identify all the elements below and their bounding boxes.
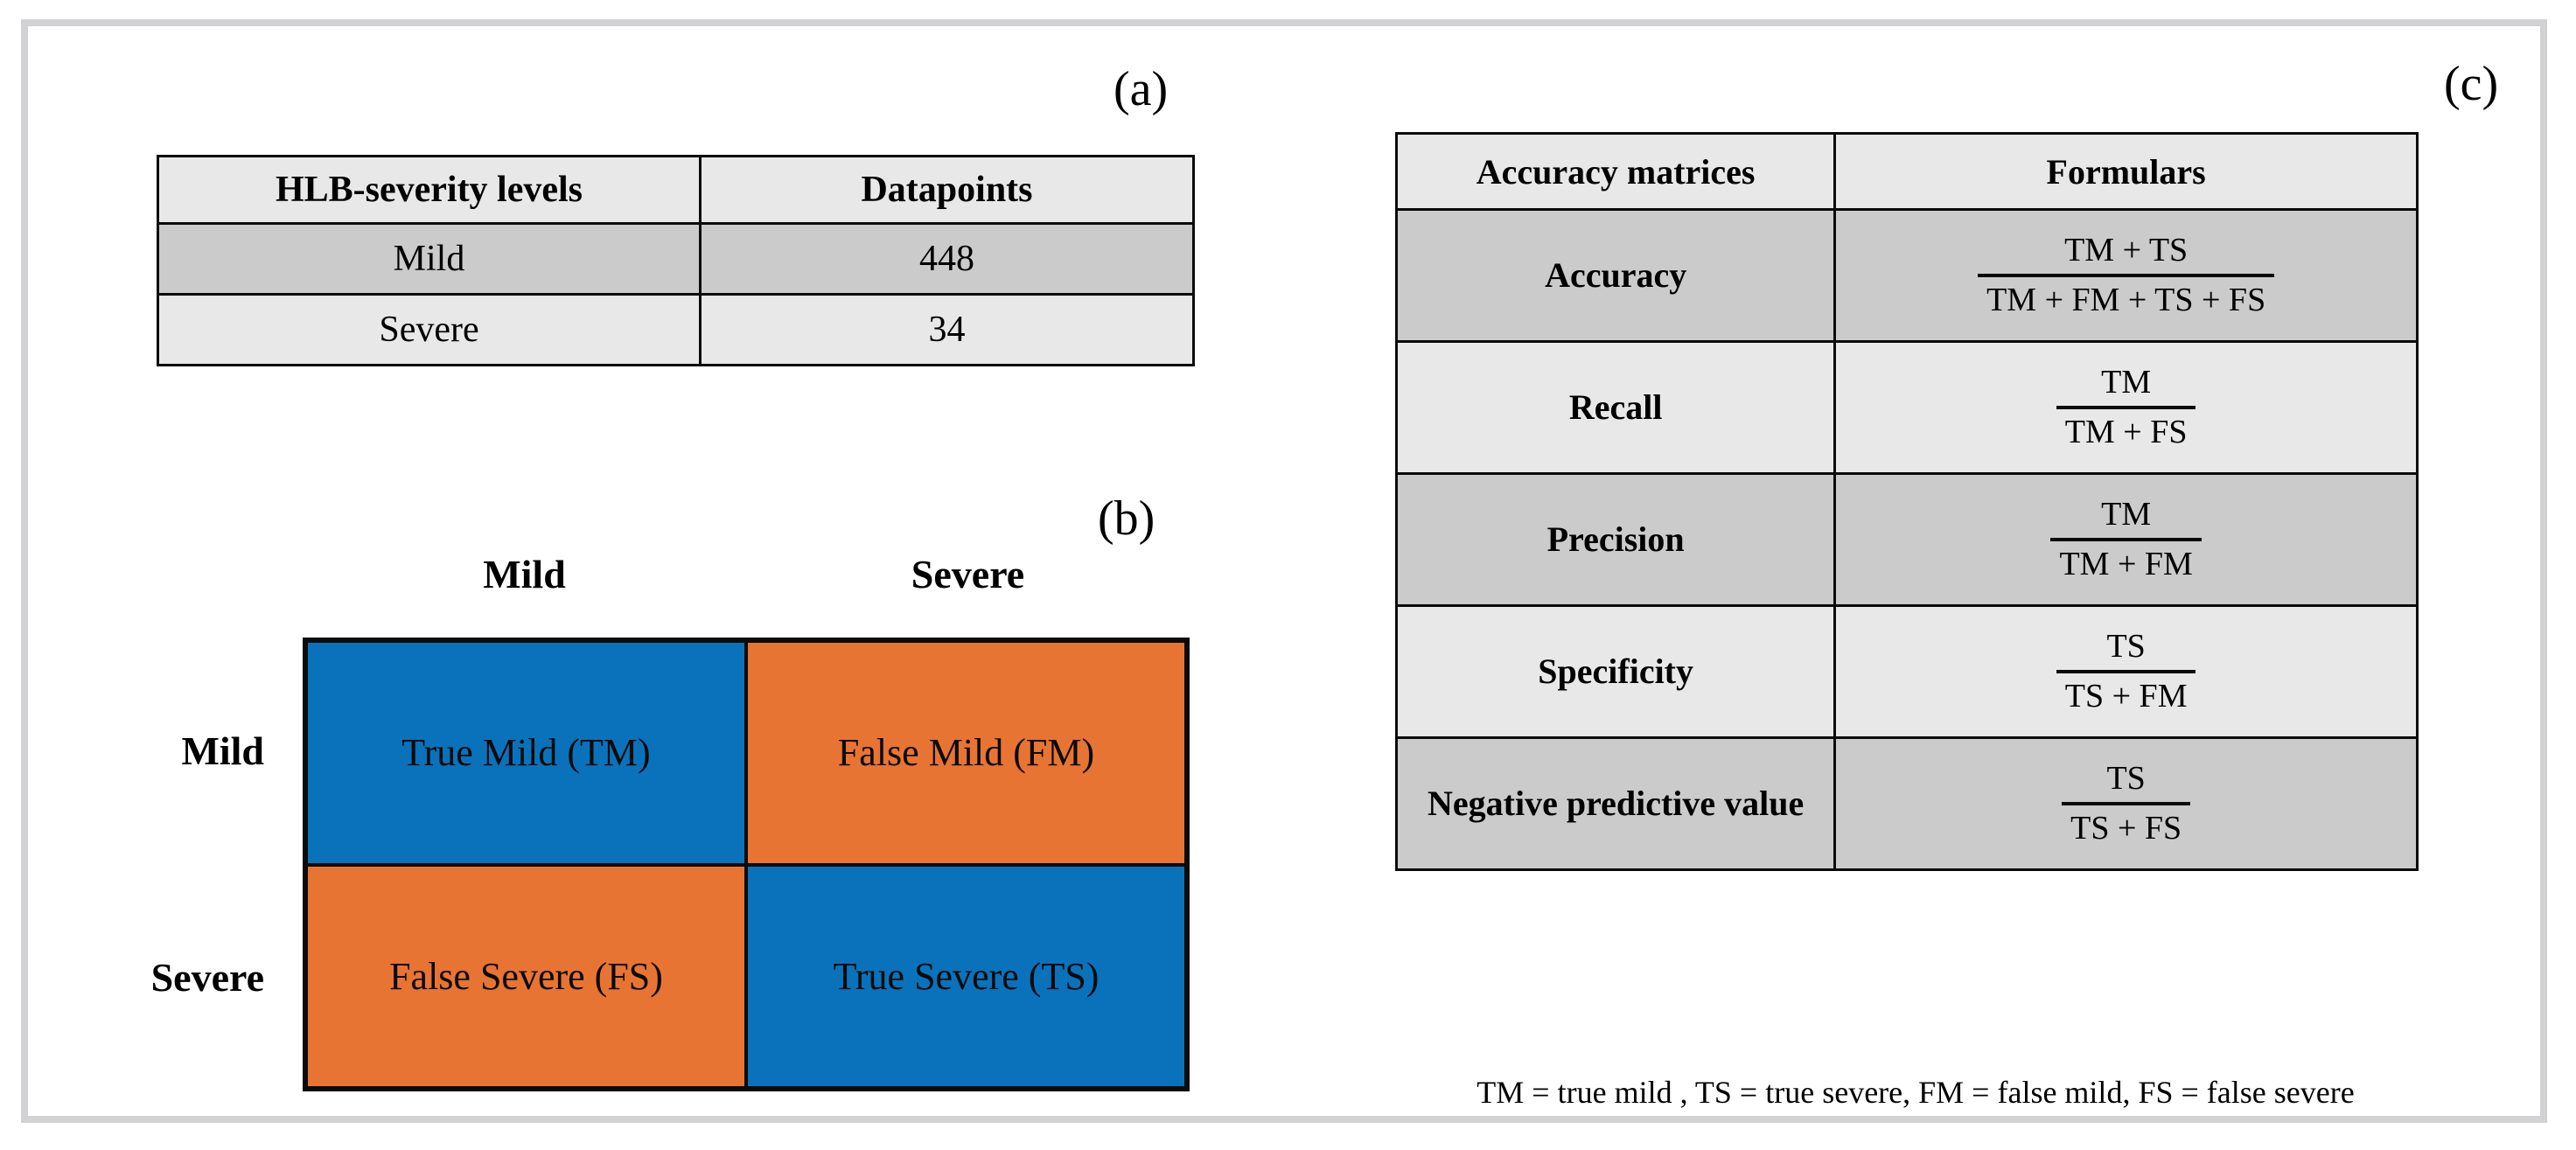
table-c-header-formulars: Formulars (1833, 132, 2419, 211)
fraction: TS TS + FS (2062, 759, 2191, 848)
fraction-denominator: TS + FM (2056, 670, 2196, 716)
metric-formula-accuracy: TM + TS TM + FM + TS + FS (1833, 208, 2419, 343)
table-row: Negative predictive value TS TS + FS (1394, 736, 2419, 871)
confusion-matrix-row-header-mild: Mild (181, 728, 264, 773)
metric-name-accuracy: Accuracy (1394, 208, 1837, 343)
fraction-numerator: TS (2106, 760, 2146, 798)
metric-name-recall: Recall (1394, 340, 1837, 475)
table-a-header-row: HLB-severity levels Datapoints (157, 155, 1195, 225)
matrix-cell-false-mild: False Mild (FM) (746, 641, 1186, 865)
metric-formula-specificity: TS TS + FM (1833, 604, 2419, 739)
metric-formula-negative-predictive-value: TS TS + FS (1833, 736, 2419, 871)
table-a-cell-datapoints: 34 (699, 293, 1195, 366)
confusion-matrix-grid: True Mild (TM) False Mild (FM) False Sev… (303, 638, 1190, 1091)
fraction-denominator: TM + FM + TS + FS (1978, 274, 2275, 320)
matrix-cell-true-severe: True Severe (TS) (746, 864, 1186, 1088)
fraction-numerator: TS (2106, 628, 2146, 666)
metric-name-specificity: Specificity (1394, 604, 1837, 739)
fraction-numerator: TM + TS (2064, 232, 2189, 269)
confusion-matrix-column-header-mild: Mild (483, 552, 566, 596)
hlb-severity-table: HLB-severity levels Datapoints Mild 448 … (157, 155, 1195, 366)
table-c-header-row: Accuracy matrices Formulars (1394, 132, 2419, 211)
confusion-matrix-row-headers: Mild Severe (94, 638, 282, 1091)
panel-label-a: (a) (1113, 62, 1169, 116)
fraction-denominator: TS + FS (2062, 802, 2191, 848)
table-a-cell-datapoints: 448 (699, 222, 1195, 296)
metric-name-precision: Precision (1394, 472, 1837, 607)
panel-label-b: (b) (1098, 491, 1155, 546)
table-row: Specificity TS TS + FM (1394, 604, 2419, 739)
accuracy-metrics-footnote: TM = true mild , TS = true severe, FM = … (1476, 1075, 2355, 1110)
figure-frame: (a) (b) (c) HLB-severity levels Datapoin… (21, 19, 2547, 1123)
fraction: TM + TS TM + FM + TS + FS (1978, 231, 2275, 320)
fraction-numerator: TM (2101, 496, 2152, 533)
table-row: Accuracy TM + TS TM + FM + TS + FS (1394, 208, 2419, 343)
table-row: Recall TM TM + FS (1394, 340, 2419, 475)
accuracy-metrics-table: Accuracy matrices Formulars Accuracy TM … (1394, 132, 2419, 871)
matrix-cell-false-severe: False Severe (FS) (306, 864, 746, 1088)
metric-formula-recall: TM TM + FS (1833, 340, 2419, 475)
fraction-denominator: TM + FM (2050, 538, 2202, 584)
confusion-matrix: Mild Severe Mild Severe True Mild (TM) F… (151, 551, 1191, 1091)
table-c-header-metrics: Accuracy matrices (1394, 132, 1837, 211)
table-a-cell-level: Severe (157, 293, 702, 366)
fraction: TM TM + FS (2056, 363, 2196, 452)
fraction: TM TM + FM (2050, 495, 2202, 584)
table-row: Precision TM TM + FM (1394, 472, 2419, 607)
fraction-numerator: TM (2101, 364, 2152, 401)
panel-label-c: (c) (2444, 57, 2499, 111)
metric-formula-precision: TM TM + FM (1833, 472, 2419, 607)
matrix-cell-true-mild: True Mild (TM) (306, 641, 746, 865)
table-a-header-severity: HLB-severity levels (157, 155, 702, 225)
table-row: Severe 34 (157, 293, 1195, 366)
confusion-matrix-row-header-severe: Severe (150, 955, 264, 1000)
fraction: TS TS + FM (2056, 627, 2196, 716)
metric-name-negative-predictive-value: Negative predictive value (1394, 736, 1837, 871)
fraction-denominator: TM + FS (2056, 406, 2196, 452)
confusion-matrix-column-headers: Mild Severe (303, 551, 1190, 597)
table-a-cell-level: Mild (157, 222, 702, 296)
table-a-header-datapoints: Datapoints (699, 155, 1195, 225)
table-row: Mild 448 (157, 222, 1195, 296)
confusion-matrix-column-header-severe: Severe (911, 552, 1025, 596)
